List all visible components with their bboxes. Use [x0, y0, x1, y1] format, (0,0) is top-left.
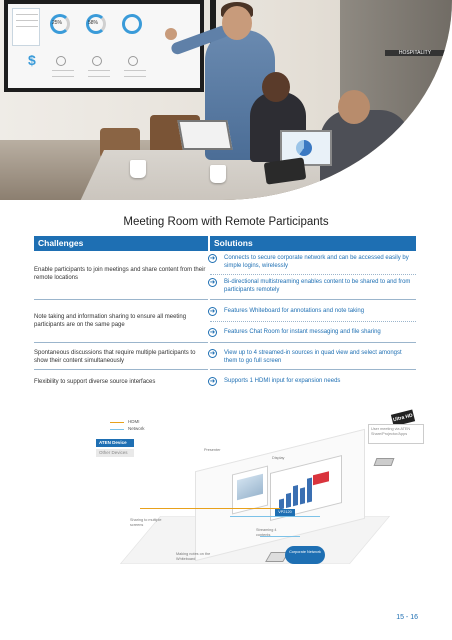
cloud-icon: Corporate Network — [285, 546, 325, 564]
legend-hdmi-line — [110, 422, 124, 423]
red-box-icon — [313, 471, 329, 486]
coffee-mug-icon — [130, 160, 146, 178]
diagram-label-streaming: Streaming 4 contents — [256, 528, 277, 537]
solution-item: ➜ Supports 1 HDMI input for expansion ne… — [208, 377, 341, 386]
arrow-right-icon: ➜ — [208, 349, 217, 358]
solution-item: ➜ Connects to secure corporate network a… — [208, 254, 409, 269]
screen-percent-2: 58% — [88, 20, 99, 26]
challenge-cell: Flexibility to support diverse source in… — [34, 379, 156, 385]
challenge-cell: Note taking and information sharing to e… — [34, 314, 187, 328]
arrow-right-icon: ➜ — [208, 328, 217, 337]
router-icon — [373, 458, 395, 466]
solution-item: ➜ Bi-directional multistreaming enables … — [208, 278, 411, 293]
coffee-mug-icon — [210, 165, 226, 183]
screen-percent-1: 25% — [52, 20, 63, 26]
system-diagram: HDMI Network ATEN Device Other Devices D… — [80, 400, 424, 580]
user-callout: User meeting via ATEN Share/Projector/Ap… — [368, 424, 424, 444]
legend-network-line — [110, 429, 124, 430]
diagram-label-whiteboard: Making notes on the Whiteboard — [176, 552, 211, 561]
solution-item: ➜ Features Chat Room for instant messagi… — [208, 328, 381, 337]
challenge-cell: Enable participants to join meetings and… — [34, 267, 206, 281]
meeting-room-photo: HOSPITALITY $ 25% 58% — [0, 0, 452, 200]
arrow-right-icon: ➜ — [208, 254, 217, 263]
isometric-room: Display Presenter — [119, 428, 395, 570]
diagram-label-sharing: Sharing to multiple screens — [130, 518, 162, 527]
arrow-right-icon: ➜ — [208, 377, 217, 386]
laptop-icon — [177, 120, 233, 150]
arrow-right-icon: ➜ — [208, 307, 217, 316]
diagram-label-presenter: Presenter — [204, 448, 221, 452]
vp2120-device: VP2120 — [275, 509, 295, 516]
dollar-icon: $ — [28, 52, 36, 68]
challenge-cell: Spontaneous discussions that require mul… — [34, 350, 196, 364]
challenges-header: Challenges — [34, 236, 208, 251]
solution-item: ➜ View up to 4 streamed-in sources in qu… — [208, 349, 402, 364]
solution-item: ➜ Features Whiteboard for annotations an… — [208, 307, 365, 316]
wall-sign: HOSPITALITY — [385, 50, 445, 56]
page-number: 15 - 16 — [396, 614, 418, 621]
arrow-right-icon: ➜ — [208, 278, 217, 287]
legend-network: Network — [128, 426, 145, 431]
page-title: Meeting Room with Remote Participants — [123, 216, 329, 228]
legend-hdmi: HDMI — [128, 419, 140, 424]
legend-other-devices: Other Devices — [96, 449, 134, 457]
legend-aten-device: ATEN Device — [96, 439, 134, 447]
diagram-label-display: Display — [272, 456, 285, 460]
solutions-header: Solutions — [210, 236, 416, 251]
